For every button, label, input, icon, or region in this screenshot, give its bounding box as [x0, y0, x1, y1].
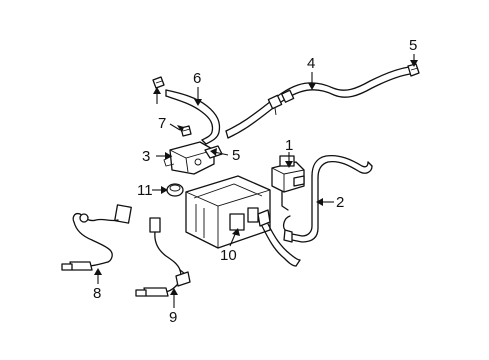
callout-11: 11: [137, 182, 153, 199]
callout-6: 6: [193, 70, 201, 87]
callout-9: 9: [169, 309, 177, 326]
callout-2: 2: [336, 194, 344, 211]
callout-5-lower: 5: [232, 147, 240, 164]
callout-labels: 1 2 3 4 5 5 6 7 8 9 10 11: [93, 37, 417, 326]
callout-8: 8: [93, 285, 101, 302]
clip-part-7: [152, 76, 192, 137]
leader-7: [169, 123, 181, 131]
callout-10: 10: [220, 247, 237, 264]
short-hose-part-6: [165, 89, 221, 145]
charcoal-canister-part-10: [185, 175, 301, 267]
callout-7: 7: [158, 115, 166, 132]
vapor-hose-part-4: [225, 66, 411, 139]
callout-3: 3: [142, 148, 150, 165]
oxygen-sensor-part-8: [61, 204, 132, 271]
hose-part-2: [283, 154, 373, 243]
grommet-part-11: [166, 183, 184, 197]
leader-lines: [94, 54, 418, 308]
oxygen-sensor-part-9: [135, 217, 191, 297]
vsv-bracket-part-3: [163, 141, 223, 175]
callout-1: 1: [285, 137, 293, 154]
callout-5-upper: 5: [409, 37, 417, 54]
callout-4: 4: [307, 55, 315, 72]
